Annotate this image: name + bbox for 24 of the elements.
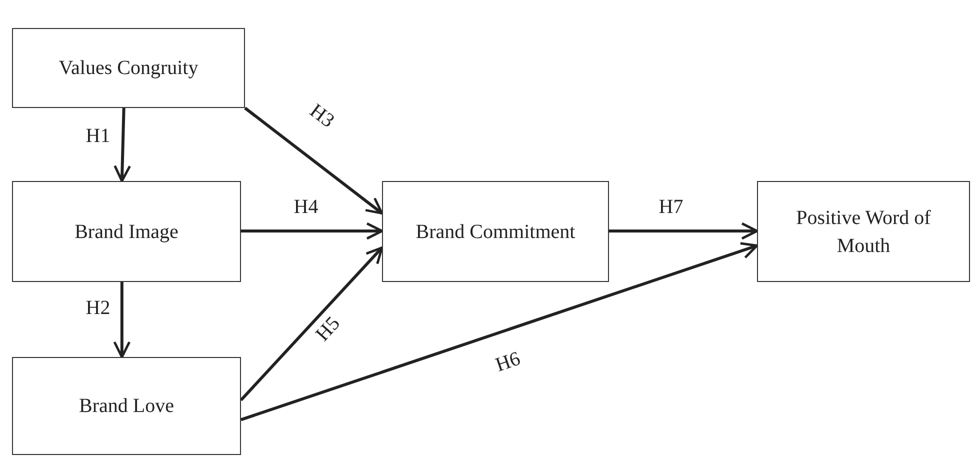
edge-label: H4 [294,197,318,217]
construct-box [382,181,609,282]
arrow [240,246,384,402]
edge-label: H3 [306,100,338,132]
construct-label: Brand Commitment [416,220,576,244]
arrow [609,222,758,240]
edge-label: H6 [493,348,523,376]
construct-box [12,181,241,282]
construct-box [12,28,245,108]
construct-label: Positive Word of Mouth [795,206,932,258]
arrow [244,106,384,215]
construct-box [757,181,970,282]
edge-label: H2 [86,298,110,318]
arrow [241,222,384,240]
edge-label: H7 [658,197,684,217]
edge-label: H5 [312,313,344,345]
construct-label: Brand Love [79,394,174,419]
arrow [113,282,131,358]
construct-label: Values Congruity [58,56,198,81]
edge-label: H1 [86,126,110,146]
construct-box [12,357,241,455]
arrow [240,242,758,422]
arrow [114,108,131,182]
construct-label: Brand Image [74,220,178,244]
